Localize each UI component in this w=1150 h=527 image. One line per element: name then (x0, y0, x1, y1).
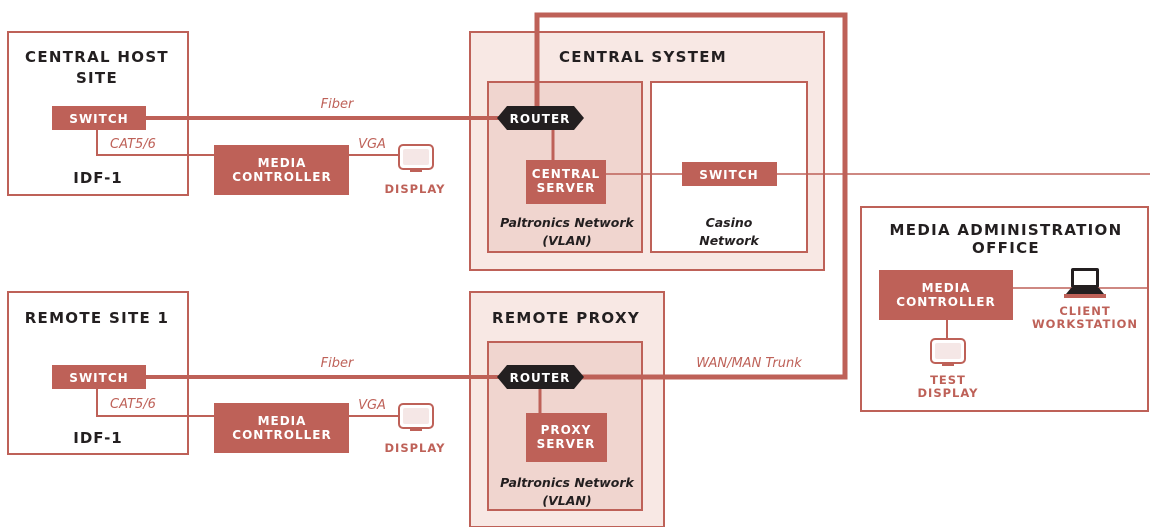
media-admin-title-2: OFFICE (972, 239, 1040, 257)
bottom-display-icon (398, 403, 434, 431)
central-host-site-title: CENTRAL HOST (25, 48, 169, 66)
remote-site-switch-label: SWITCH (69, 371, 128, 385)
test-display-label-2: DISPLAY (918, 386, 979, 400)
central-host-switch-label: SWITCH (69, 112, 128, 126)
remote-proxy-title: REMOTE PROXY (492, 309, 640, 327)
central-router-label: ROUTER (510, 112, 571, 126)
fiber-top-label: Fiber (321, 97, 355, 112)
proxy-vlan-label: Paltronics Network (500, 475, 634, 490)
cat-link-top (96, 128, 215, 156)
top-display-label: DISPLAY (385, 182, 446, 196)
cat-top-label: CAT5/6 (110, 137, 156, 152)
central-vlan-label: Paltronics Network (500, 215, 634, 230)
central-vlan-label-2: (VLAN) (542, 233, 591, 248)
casino-network-label-2: Network (699, 233, 759, 248)
bottom-media-controller-label: MEDIA (258, 414, 307, 428)
remote-site-title: REMOTE SITE 1 (25, 309, 170, 327)
proxy-vlan-label-2: (VLAN) (542, 493, 591, 508)
bottom-display-label: DISPLAY (385, 441, 446, 455)
test-display-label: TEST (930, 373, 966, 387)
cat-bottom-label: CAT5/6 (110, 397, 156, 412)
wan-man-trunk (534, 12, 848, 380)
admin-media-controller-label-2: CONTROLLER (896, 295, 995, 309)
admin-media-controller-label: MEDIA (922, 281, 971, 295)
proxy-router-label: ROUTER (510, 371, 571, 385)
top-display-icon (398, 144, 434, 172)
cat-link-bottom (96, 388, 215, 417)
central-server-label: CENTRAL (532, 167, 600, 181)
central-system-title: CENTRAL SYSTEM (559, 48, 727, 66)
top-media-controller-label-2: CONTROLLER (232, 170, 331, 184)
client-workstation-label-2: WORKSTATION (1032, 317, 1138, 331)
proxy-server-label: PROXY (541, 423, 592, 437)
proxy-router-icon (497, 365, 584, 389)
central-host-site-title-2: SITE (76, 69, 118, 87)
central-router-icon (497, 106, 584, 130)
central-host-idf-label: IDF-1 (73, 169, 122, 187)
laptop-icon (1064, 268, 1106, 298)
casino-switch-label: SWITCH (699, 168, 758, 182)
client-workstation-label: CLIENT (1059, 304, 1110, 318)
media-admin-title: MEDIA ADMINISTRATION (890, 221, 1123, 239)
casino-network-label: Casino (706, 215, 753, 230)
test-display-icon (930, 338, 966, 366)
admin-media-controller (879, 270, 1013, 320)
proxy-server-label-2: SERVER (537, 437, 596, 451)
wan-trunk-label: WAN/MAN Trunk (696, 356, 802, 371)
remote-site-idf-label: IDF-1 (73, 429, 122, 447)
vga-bottom-label: VGA (358, 398, 386, 413)
bottom-media-controller-label-2: CONTROLLER (232, 428, 331, 442)
top-media-controller (214, 145, 349, 195)
top-media-controller-label: MEDIA (258, 156, 307, 170)
casino-switch (682, 162, 777, 186)
vga-top-label: VGA (358, 137, 386, 152)
central-host-switch (52, 106, 146, 130)
proxy-server (526, 413, 607, 462)
central-server (526, 160, 606, 204)
fiber-bottom-label: Fiber (321, 356, 355, 371)
central-server-label-2: SERVER (537, 181, 596, 195)
bottom-media-controller (214, 403, 349, 453)
remote-site-switch (52, 365, 146, 389)
